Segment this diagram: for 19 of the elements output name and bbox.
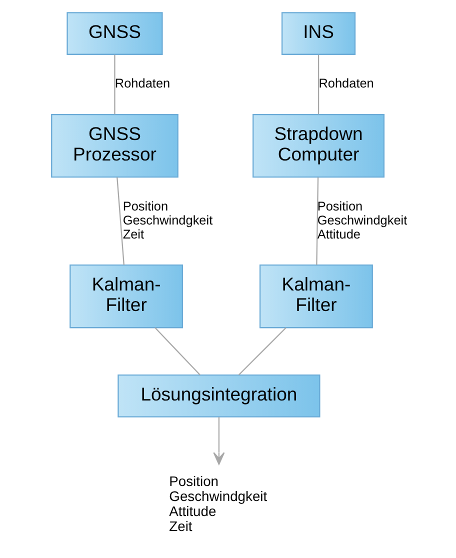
edge-label: Rohdaten <box>318 76 374 91</box>
connector <box>114 54 115 114</box>
node-box: Kalman- Filter <box>258 264 372 328</box>
connector <box>238 327 286 376</box>
edge-label: Position Geschwindgkeit Zeit <box>122 198 212 242</box>
connector <box>316 177 318 265</box>
edge-label: Rohdaten <box>114 76 170 91</box>
node-box: Kalman- Filter <box>69 264 183 328</box>
node-box: Strapdown Computer <box>252 114 384 178</box>
node-box: INS <box>280 12 356 55</box>
connector <box>154 327 200 376</box>
node-box: Lösungsintegration <box>117 374 320 418</box>
node-box: GNSS Prozessor <box>50 114 178 178</box>
node-text: Position Geschwindgkeit Attitude Zeit <box>168 472 267 534</box>
arrow <box>212 417 224 465</box>
edge-label: Position Geschwindgkeit Attitude <box>316 198 407 242</box>
connector <box>317 54 319 114</box>
connector <box>116 177 124 265</box>
node-box: GNSS <box>66 12 162 55</box>
